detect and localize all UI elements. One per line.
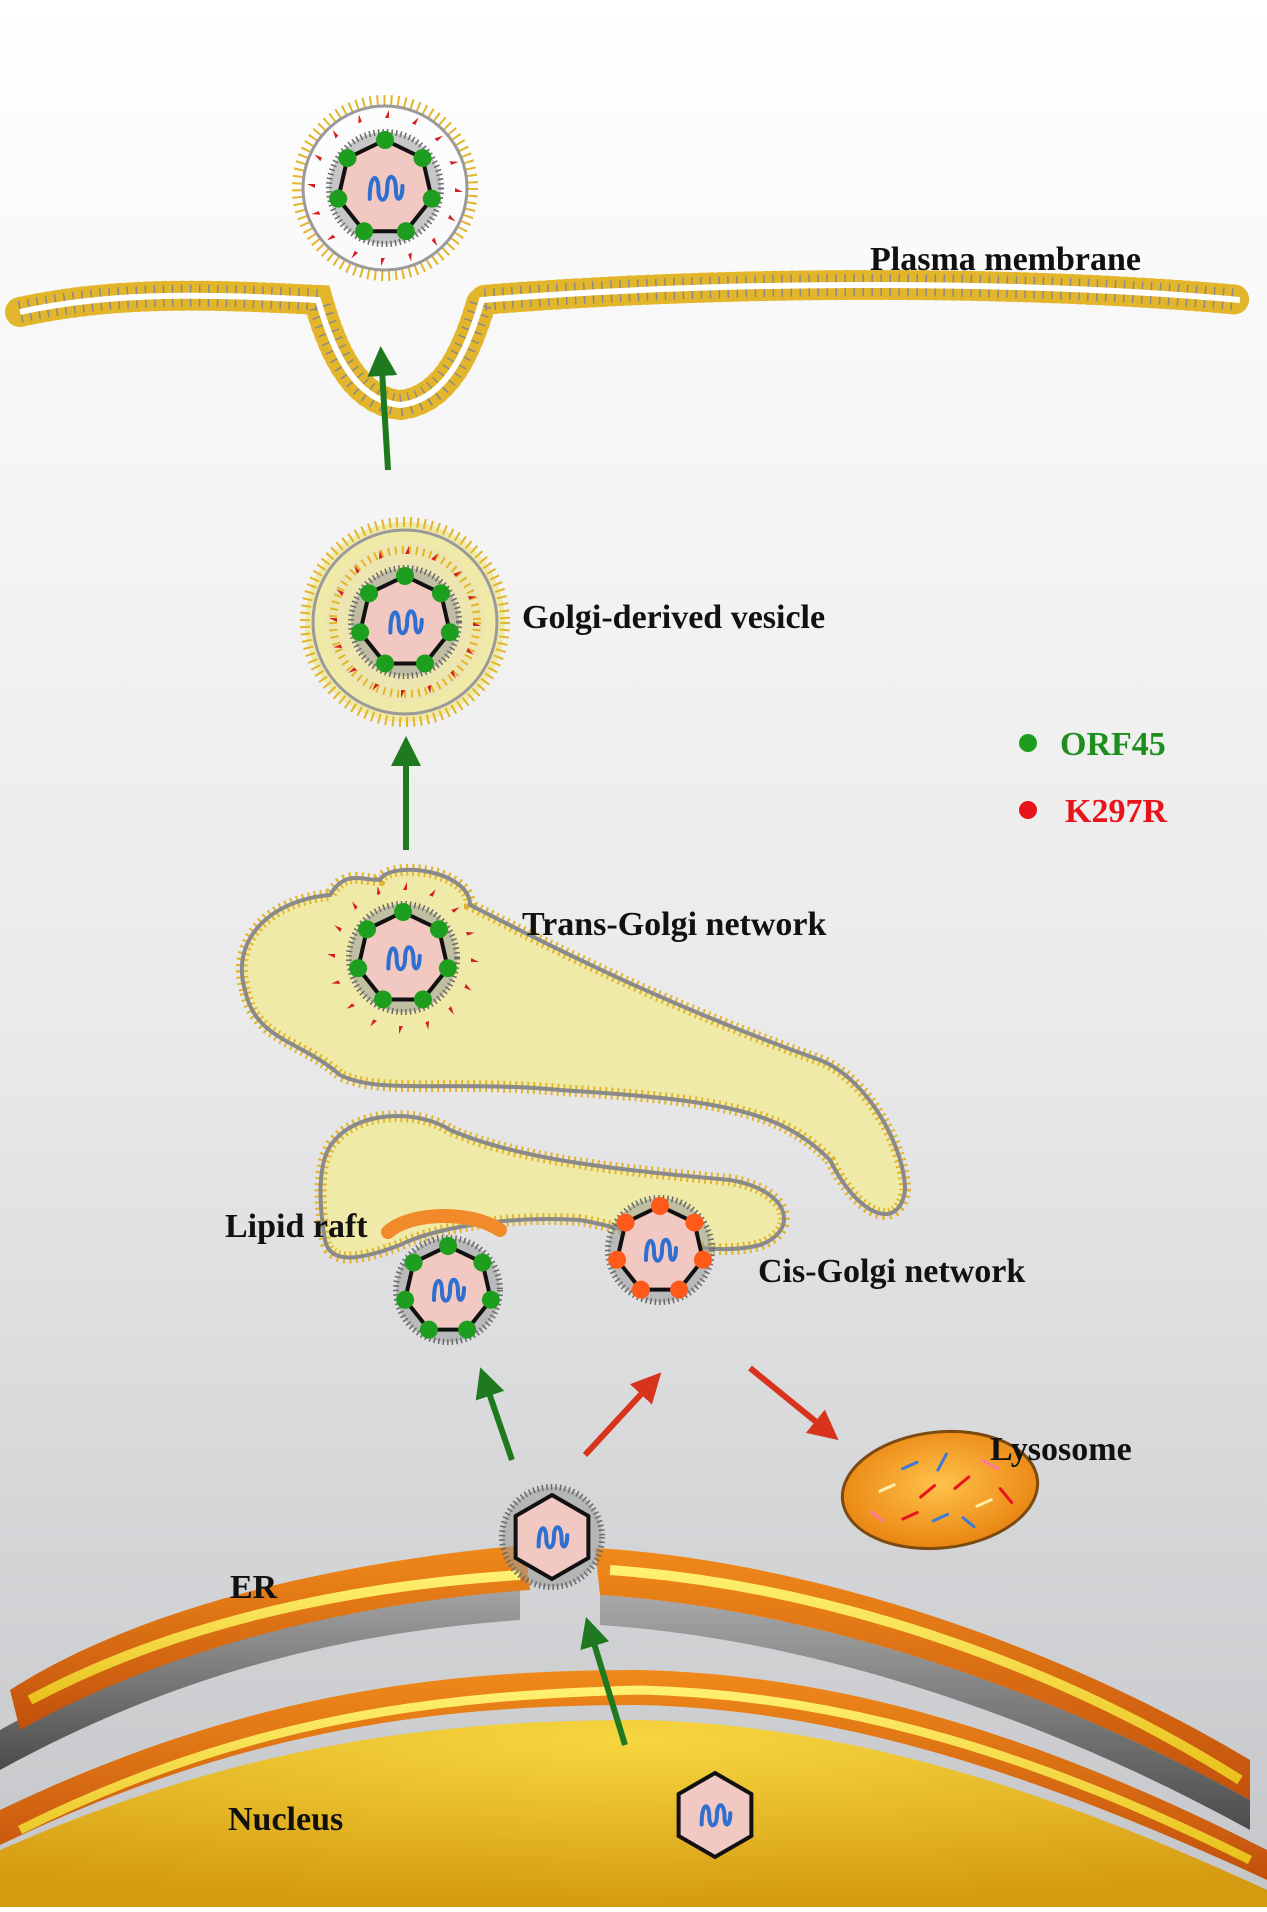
tgn-capsid-icon — [327, 882, 479, 1034]
er-exit-capsid-icon — [499, 1484, 605, 1590]
label-golgi-vesicle: Golgi-derived vesicle — [522, 599, 825, 636]
released-virion-icon — [292, 95, 478, 281]
lysosome — [840, 1429, 1040, 1551]
legend-dot-icon-k297r — [1019, 801, 1037, 819]
lipid-raft-capsid-icon — [393, 1235, 503, 1345]
label-trans-golgi: Trans-Golgi network — [522, 906, 827, 943]
label-cis-golgi: Cis-Golgi network — [758, 1253, 1025, 1290]
legend-label-k297r: K297R — [1065, 793, 1167, 830]
virions — [307, 110, 754, 1860]
label-lysosome: Lysosome — [990, 1431, 1132, 1468]
nuclear-capsid-icon — [676, 1770, 754, 1860]
arrows — [367, 346, 839, 1746]
label-plasma-membrane: Plasma membrane — [870, 241, 1141, 278]
lipid-raft-patch — [381, 1209, 507, 1239]
legend-label-orf45: ORF45 — [1060, 726, 1166, 763]
lysosome-fragments — [870, 1452, 1014, 1529]
cis-golgi-capsid-icon — [605, 1195, 715, 1305]
arrow-icon-to-lysosome — [748, 1365, 839, 1441]
labels: Plasma membrane Golgi-derived vesicle Tr… — [225, 241, 1141, 1838]
label-nucleus: Nucleus — [228, 1801, 343, 1838]
legend: ORF45 K297R — [1019, 726, 1167, 830]
plasma-membrane — [5, 269, 1255, 421]
label-lipid-raft: Lipid raft — [225, 1208, 368, 1245]
vesicle-capsid-icon — [329, 546, 481, 698]
arrow-icon-vesicle-to-membrane — [367, 346, 398, 471]
label-er: ER — [230, 1569, 278, 1606]
arrow-icon-er-to-cis-golgi — [582, 1372, 662, 1458]
legend-dot-icon-orf45 — [1019, 734, 1037, 752]
endoplasmic-reticulum — [0, 1545, 1267, 1880]
released-capsid-icon — [307, 110, 463, 266]
arrow-icon-er-to-lipid-raft — [475, 1367, 515, 1461]
nucleus — [0, 1720, 1267, 1907]
arrow-icon-nucleus-to-er — [580, 1617, 628, 1746]
